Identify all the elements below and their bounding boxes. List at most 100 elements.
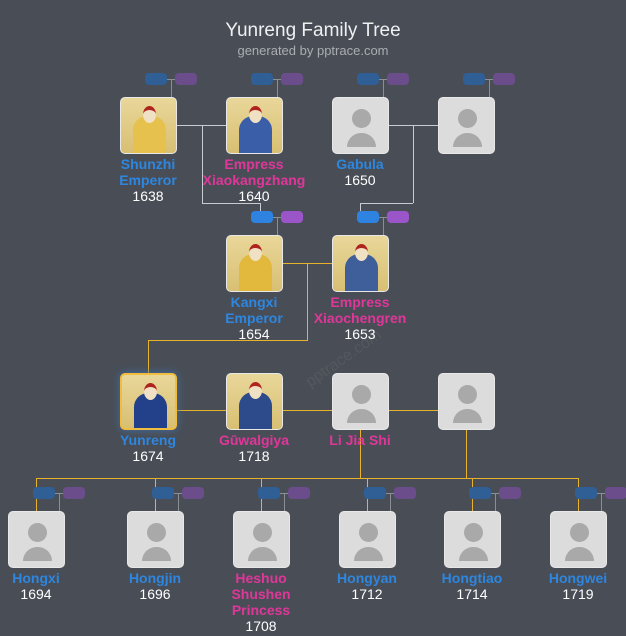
- page-subtitle: generated by pptrace.com: [237, 43, 389, 58]
- parents-tag-mother[interactable]: [281, 211, 303, 223]
- parents-tag-mother[interactable]: [605, 487, 626, 499]
- parents-tag-father[interactable]: [258, 487, 280, 499]
- tag-connector: [489, 79, 490, 97]
- birth-year: 1654: [238, 326, 270, 342]
- parents-tag-father[interactable]: [152, 487, 174, 499]
- avatar-placeholder-hongjin[interactable]: [127, 511, 184, 568]
- parents-tag-father[interactable]: [251, 211, 273, 223]
- portrait-head: [144, 383, 157, 400]
- avatar-placeholder-heshuo[interactable]: [233, 511, 290, 568]
- parents-tag-mother[interactable]: [63, 487, 85, 499]
- person-icon-head: [253, 523, 272, 542]
- avatar-placeholder-gabula[interactable]: [332, 97, 389, 154]
- person-name[interactable]: Hongjin: [128, 570, 182, 586]
- person-icon-head: [352, 109, 371, 128]
- person-icon-body: [142, 547, 171, 561]
- portrait-yunreng[interactable]: [120, 373, 177, 430]
- tag-connector: [601, 493, 602, 511]
- tag-connector: [277, 79, 278, 97]
- person-icon-head: [458, 385, 477, 404]
- birth-year: 1719: [562, 586, 594, 602]
- parents-tag-father[interactable]: [33, 487, 55, 499]
- tag-connector: [383, 217, 384, 235]
- person-name[interactable]: Hongyan: [337, 570, 397, 586]
- person-name[interactable]: Li Jia Shi: [329, 432, 391, 448]
- birth-year: 1696: [139, 586, 171, 602]
- parents-tag-father[interactable]: [357, 211, 379, 223]
- avatar-placeholder-unknown2[interactable]: [438, 373, 495, 430]
- person-icon-body: [248, 547, 277, 561]
- person-name[interactable]: Empress Xiaokangzhang: [202, 156, 306, 188]
- person-icon-head: [458, 109, 477, 128]
- person-name[interactable]: Empress Xiaochengren: [313, 294, 407, 326]
- parents-tag-father[interactable]: [145, 73, 167, 85]
- parents-tag-mother[interactable]: [499, 487, 521, 499]
- avatar-placeholder-hongwei[interactable]: [550, 511, 607, 568]
- parents-tag-father[interactable]: [251, 73, 273, 85]
- parents-tag-mother[interactable]: [387, 211, 409, 223]
- parents-tag-mother[interactable]: [182, 487, 204, 499]
- birth-year: 1714: [456, 586, 488, 602]
- portrait-kangxi[interactable]: [226, 235, 283, 292]
- birth-year: 1674: [132, 448, 164, 464]
- avatar-placeholder-unknown1[interactable]: [438, 97, 495, 154]
- person-icon-body: [347, 409, 376, 423]
- parents-tag-mother[interactable]: [281, 73, 303, 85]
- person-icon-body: [459, 547, 488, 561]
- avatar-placeholder-lijiashi[interactable]: [332, 373, 389, 430]
- person-name[interactable]: Hongxi: [12, 570, 60, 586]
- portrait-head: [249, 382, 262, 399]
- person-name[interactable]: Hongtiao: [441, 570, 503, 586]
- portrait-head: [355, 244, 368, 261]
- portrait-head: [249, 106, 262, 123]
- birth-year: 1653: [344, 326, 376, 342]
- person-icon-body: [347, 133, 376, 147]
- parents-tag-father[interactable]: [469, 487, 491, 499]
- parents-tag-father[interactable]: [463, 73, 485, 85]
- person-name[interactable]: Shunzhi Emperor: [119, 156, 177, 188]
- person-label[interactable]: Li Jia Shi: [295, 432, 425, 448]
- portrait-head: [249, 244, 262, 261]
- birth-year: 1694: [20, 586, 52, 602]
- portrait-guwalgiya[interactable]: [226, 373, 283, 430]
- person-name[interactable]: Yunreng: [119, 432, 176, 448]
- parents-tag-mother[interactable]: [175, 73, 197, 85]
- parents-tag-mother[interactable]: [493, 73, 515, 85]
- parents-tag-father[interactable]: [364, 487, 386, 499]
- parents-tag-mother[interactable]: [288, 487, 310, 499]
- person-name[interactable]: Heshuo Shushen Princess: [231, 570, 291, 618]
- portrait-head: [143, 106, 156, 123]
- person-name[interactable]: Hongwei: [548, 570, 608, 586]
- parents-tag-mother[interactable]: [387, 73, 409, 85]
- person-name[interactable]: Gūwalgiya: [218, 432, 290, 448]
- birth-year: 1712: [351, 586, 383, 602]
- person-name[interactable]: Gabula: [336, 156, 384, 172]
- parents-tag-father[interactable]: [575, 487, 597, 499]
- avatar-placeholder-hongxi[interactable]: [8, 511, 65, 568]
- parents-tag-mother[interactable]: [394, 487, 416, 499]
- tag-connector: [59, 493, 60, 511]
- portrait-shunzhi[interactable]: [120, 97, 177, 154]
- portrait-xiaochengren[interactable]: [332, 235, 389, 292]
- avatar-placeholder-hongtiao[interactable]: [444, 511, 501, 568]
- portrait-xiaokangzhang[interactable]: [226, 97, 283, 154]
- person-icon-head: [147, 523, 166, 542]
- avatar-placeholder-hongyan[interactable]: [339, 511, 396, 568]
- person-icon-body: [23, 547, 52, 561]
- tag-connector: [495, 493, 496, 511]
- parents-tag-father[interactable]: [357, 73, 379, 85]
- person-name[interactable]: Kangxi Emperor: [225, 294, 283, 326]
